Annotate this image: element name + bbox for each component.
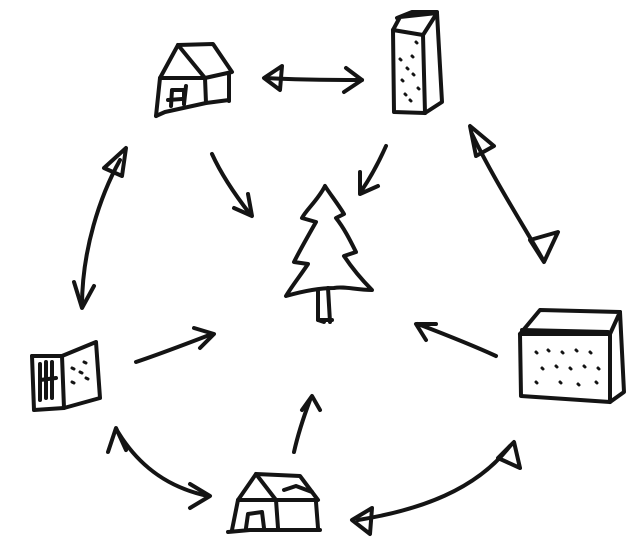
small-building-icon xyxy=(32,342,100,410)
large-building-icon xyxy=(520,310,624,402)
connector-largebuilding-housebottom xyxy=(352,442,520,534)
connector-tower-largebuilding xyxy=(470,126,558,262)
house-bottom-icon xyxy=(228,474,320,532)
connector-smallbuilding-housetop xyxy=(74,148,126,308)
connector-housetop-tree xyxy=(212,154,252,216)
connector-largebuilding-tree xyxy=(416,324,496,356)
connector-housebottom-tree xyxy=(294,396,320,452)
tree-icon xyxy=(286,186,372,322)
house-top-icon xyxy=(156,44,232,116)
connector-house-tower xyxy=(264,66,362,92)
connector-tower-tree xyxy=(360,146,386,194)
tower-icon xyxy=(393,12,442,113)
connector-smallbuilding-tree xyxy=(136,328,214,362)
connector-housebottom-smallbuilding xyxy=(108,428,210,508)
